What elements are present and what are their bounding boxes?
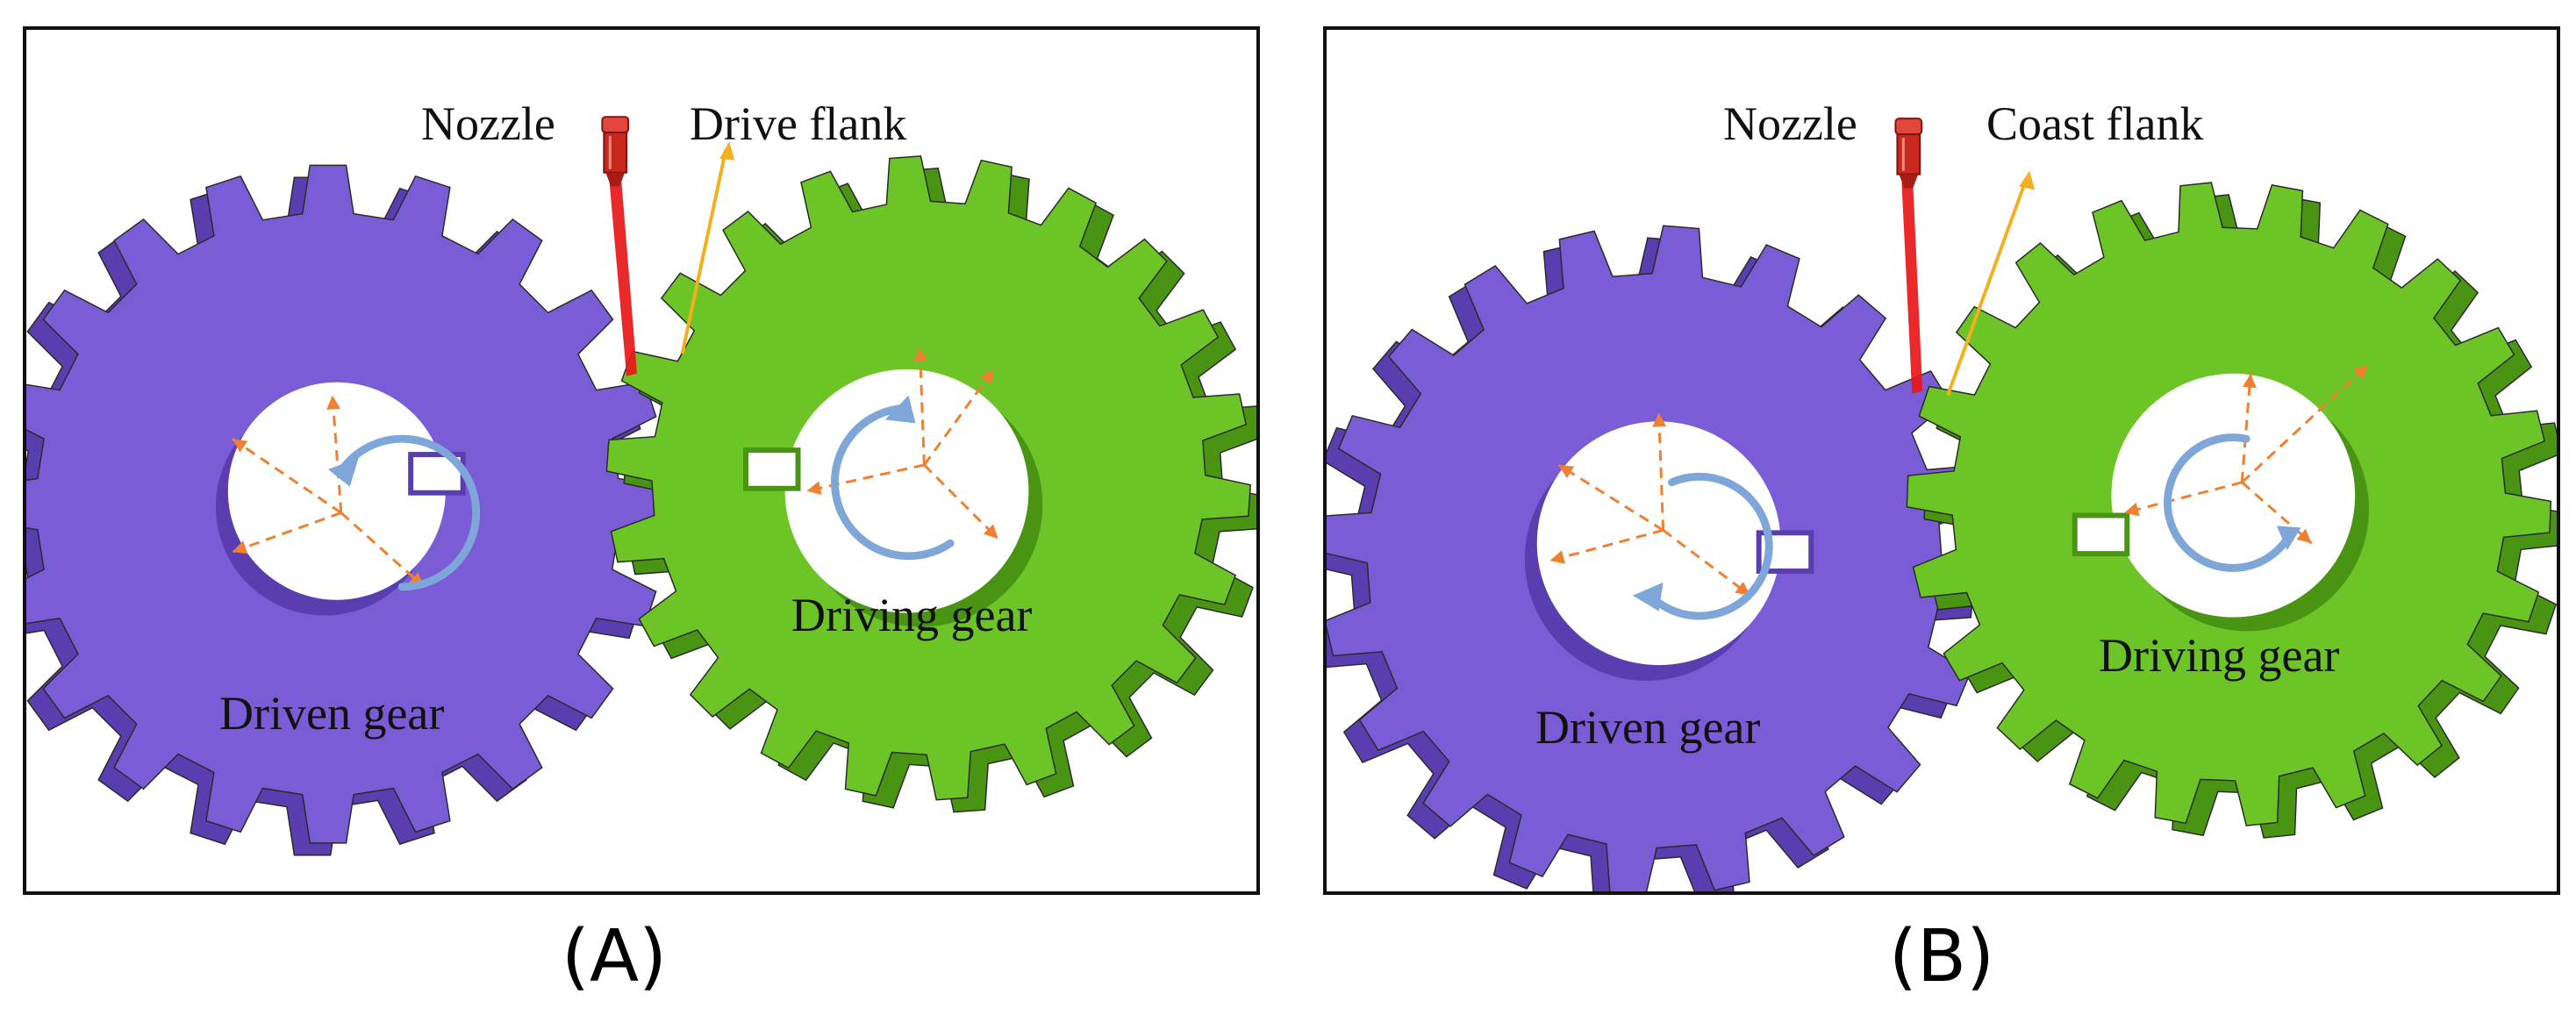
caption-a: (A)	[561, 915, 668, 998]
panel-b-art	[1327, 118, 2557, 891]
caption-b: (B)	[1888, 915, 1995, 998]
flank-label: Coast flank	[1986, 97, 2204, 150]
axis-line	[331, 395, 343, 513]
flank-pointer-arrowhead	[719, 140, 735, 161]
panel-b: Nozzle Coast flank Driving gear Driven g…	[1323, 26, 2560, 895]
axis-line	[806, 463, 925, 493]
axis-arrowhead	[1558, 464, 1575, 479]
axis-arrowhead	[326, 395, 340, 411]
axis-line	[340, 511, 426, 588]
axis-line	[2241, 363, 2370, 483]
axis-line	[1662, 529, 1751, 597]
driven-axes	[231, 395, 426, 588]
axis-line	[923, 368, 995, 466]
axis-arrowhead	[1549, 550, 1566, 564]
nozzle-body	[1896, 133, 1921, 175]
rotation-arrowhead-icon	[1632, 582, 1664, 612]
driven-axes	[1549, 412, 1751, 597]
nozzle-label: Nozzle	[421, 97, 555, 150]
axis-arrowhead	[2353, 364, 2369, 380]
flank-pointer	[1946, 178, 2029, 397]
axis-arrowhead	[1652, 412, 1667, 427]
axis-line	[918, 347, 926, 466]
driving-gear-bore	[743, 368, 1043, 627]
nozzle-icon	[601, 116, 630, 187]
axis-arrowhead	[232, 540, 248, 554]
flank-pointer	[680, 149, 728, 354]
driving-axes	[806, 347, 999, 540]
flank-label: Drive flank	[690, 97, 907, 150]
axis-line	[2241, 481, 2313, 545]
rotation-arrow-icon	[2164, 433, 2294, 572]
axis-arrowhead	[983, 524, 998, 540]
keyway	[743, 447, 801, 491]
axis-line	[231, 437, 342, 514]
rotation-arrowhead-icon	[327, 458, 359, 487]
axis-line	[1557, 463, 1664, 532]
nozzle-body	[603, 132, 628, 174]
driving-gear-label: Driving gear	[2099, 629, 2340, 682]
axis-arrowhead	[1735, 581, 1750, 596]
nozzle-icon	[1894, 118, 1923, 189]
bore-hole	[1536, 421, 1781, 666]
axis-arrowhead	[2242, 373, 2257, 389]
bore-hole	[784, 368, 1029, 613]
nozzle-tip	[1899, 174, 1919, 189]
axis-line	[232, 511, 342, 554]
axis-arrowhead	[806, 481, 822, 496]
axis-arrowhead	[2296, 528, 2312, 544]
nozzle-cap	[601, 116, 630, 134]
nozzle-tip	[605, 172, 626, 187]
rotation-arrow-icon	[335, 434, 481, 591]
nozzle-label: Nozzle	[1723, 97, 1857, 150]
axis-line	[2123, 481, 2243, 514]
axis-arrowhead	[913, 347, 927, 362]
panel-a-art	[26, 116, 1256, 856]
rotation-arrowhead-icon	[884, 395, 916, 424]
axis-arrowhead	[979, 368, 994, 385]
rotation-arrow-icon	[1646, 472, 1773, 620]
rotation-arrowhead-icon	[2276, 526, 2301, 551]
axis-arrowhead	[232, 439, 248, 453]
coolant-jet	[608, 168, 638, 376]
axis-line	[1657, 412, 1665, 531]
driving-axes	[2123, 363, 2370, 545]
driven-gear-label: Driven gear	[1535, 701, 1761, 754]
driving-gear-label: Driving gear	[791, 589, 1033, 641]
axis-line	[2240, 373, 2252, 483]
keyway	[2072, 512, 2130, 557]
coolant-jet	[1901, 182, 1923, 394]
axis-arrowhead	[2124, 502, 2140, 517]
nozzle-cap	[1894, 118, 1923, 136]
axis-line	[923, 463, 999, 540]
rotation-arrow-icon	[831, 404, 955, 561]
axis-line	[1549, 528, 1664, 562]
flank-pointer-arrowhead	[2019, 170, 2036, 190]
panel-a: Nozzle Drive flank Driving gear Driven g…	[23, 26, 1260, 895]
driven-gear-label: Driven gear	[219, 687, 445, 740]
